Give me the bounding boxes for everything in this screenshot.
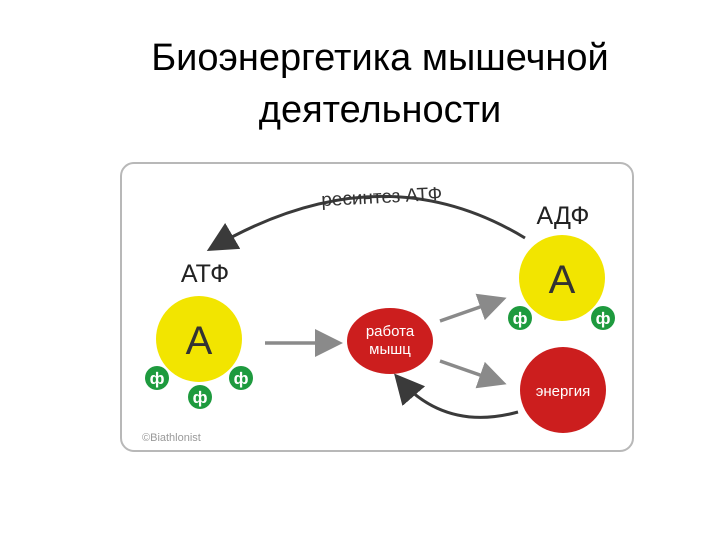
muscle-work-label-1: работа (366, 323, 415, 340)
atp-adenosine-circle (156, 296, 242, 382)
resynthesis-arrow (206, 194, 526, 252)
adp-phosphate-2 (591, 306, 615, 330)
muscle-work-label-2: мышц (369, 341, 411, 358)
adp-label: АДФ (537, 202, 590, 230)
energy-to-work-arrow (394, 373, 519, 419)
adp-phosphate-2-letter: ф (596, 309, 611, 328)
atp-phosphate-1 (145, 366, 169, 390)
atp-phosphate-3-letter: ф (234, 369, 249, 388)
title-line-2: деятельности (258, 89, 502, 131)
atp-label: АТФ (181, 260, 229, 288)
energy-circle (520, 347, 606, 433)
muscle-work-circle (347, 308, 433, 374)
copyright-text: ©Biathlonist (142, 432, 201, 444)
adp-phosphate-1-letter: ф (513, 309, 528, 328)
atp-phosphate-3 (229, 366, 253, 390)
atp-adenosine-letter: А (186, 319, 213, 363)
page-title: Биоэнергетика мышечной деятельности (0, 32, 720, 136)
work-to-energy-arrow (439, 359, 507, 389)
energy-label: энергия (536, 383, 591, 400)
atp-phosphate-1-letter: ф (150, 369, 165, 388)
resynthesis-label: ресинтез АТФ (321, 184, 443, 211)
adp-adenosine-letter: А (549, 258, 576, 302)
adp-adenosine-circle (519, 235, 605, 321)
atp-phosphate-2 (188, 385, 212, 409)
work-to-adp-arrow (439, 293, 507, 323)
title-line-1: Биоэнергетика мышечной (151, 37, 609, 79)
atp-phosphate-2-letter: ф (193, 388, 208, 407)
adp-phosphate-1 (508, 306, 532, 330)
